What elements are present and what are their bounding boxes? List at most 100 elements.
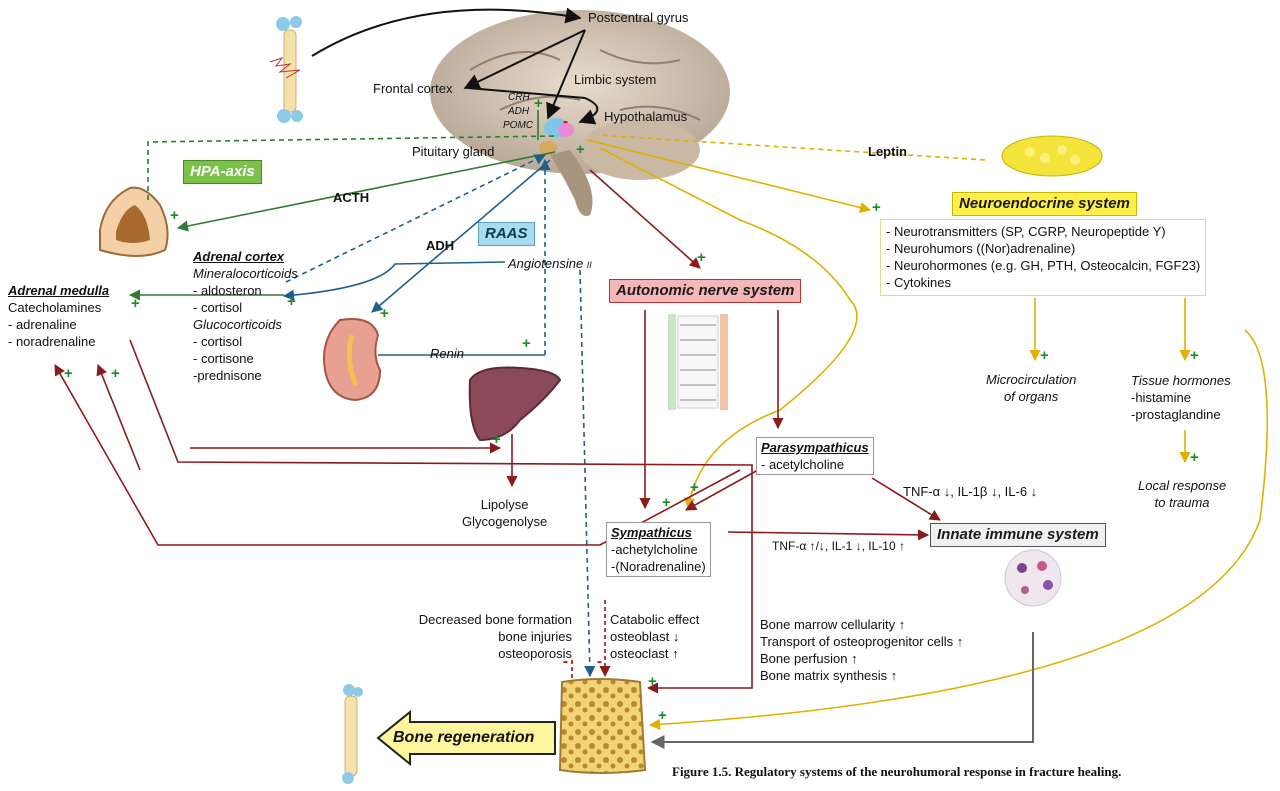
neuroendocrine-list: - Neurotransmitters (SP, CGRP, Neuropept… xyxy=(880,219,1207,296)
histamine-item: -histamine xyxy=(1131,390,1191,405)
figure-caption: Figure 1.5. Regulatory systems of the ne… xyxy=(672,764,1122,779)
prostaglandine-item: -prostaglandine xyxy=(1131,407,1221,422)
hypothalamus-label: Hypothalamus xyxy=(604,109,688,124)
neurotransmitters-item: - Neurotransmitters (SP, CGRP, Neuropept… xyxy=(886,224,1166,239)
microcirculation-line-2: of organs xyxy=(1004,389,1059,404)
leptin-label: Leptin xyxy=(868,144,907,159)
renin-label: Renin xyxy=(430,346,464,361)
plus-sign: + xyxy=(872,199,881,216)
cytokines-item: - Cytokines xyxy=(886,275,952,290)
adrenal-gland-illustration xyxy=(99,186,169,257)
parasympathicus-title: Parasympathicus xyxy=(761,440,869,455)
cortisone-item: - cortisone xyxy=(193,351,254,366)
angiotensine-text: Angiotensine xyxy=(508,256,584,271)
sympathicus-item-1: -achetylcholine xyxy=(611,542,698,557)
microcirculation-label: Microcirculation of organs xyxy=(986,371,1076,405)
kidney-illustration xyxy=(323,318,382,402)
plus-sign: + xyxy=(690,479,699,496)
acth-label: ACTH xyxy=(333,190,370,205)
immune-cells-illustration xyxy=(1004,549,1062,607)
healing-bone-illustration xyxy=(342,684,363,784)
hpa-axis-box: HPA-axis xyxy=(183,160,262,184)
catabolic-line-3: osteoclast ↑ xyxy=(610,646,679,661)
sympathicus-title: Sympathicus xyxy=(611,525,692,540)
spongy-bone-illustration xyxy=(558,678,647,774)
pituitary-gland-label: Pituitary gland xyxy=(412,144,495,159)
decreased-line-1: Decreased bone formation xyxy=(418,612,572,627)
neurohumors-item: - Neurohumors ((Nor)adrenaline) xyxy=(886,241,1076,256)
cortisol-item-1: - cortisol xyxy=(193,300,243,315)
limbic-system-label: Limbic system xyxy=(574,72,657,87)
bone-marrow-line-4: Bone matrix synthesis ↑ xyxy=(760,668,898,683)
adrenaline-item: - adrenaline xyxy=(8,317,77,332)
bone-regeneration-label: Bone regeneration xyxy=(393,729,535,746)
fracture-bone-illustration xyxy=(269,16,303,123)
tnf-sympathicus-label: TNF-α ↑/↓, IL-1 ↓, IL-10 ↑ xyxy=(772,539,905,553)
bone-marrow-line-3: Bone perfusion ↑ xyxy=(760,651,858,666)
local-response-label: Local response to trauma xyxy=(1138,477,1226,511)
adh-small-label: ADH xyxy=(508,106,530,117)
parasympathicus-box: Parasympathicus - acetylcholine xyxy=(756,437,874,475)
plus-sign: + xyxy=(111,365,120,382)
angiotensine-label: Angiotensine II xyxy=(508,255,592,274)
plus-sign: + xyxy=(576,141,585,158)
plus-sign: + xyxy=(662,494,671,511)
crh-label: CRH xyxy=(508,92,530,103)
catabolic-effect-list: Catabolic effect osteoblast ↓ osteoclast… xyxy=(610,611,699,662)
tnf-parasympathicus-label: TNF-α ↓, IL-1β ↓, IL-6 ↓ xyxy=(903,484,1038,499)
leptin-fat-illustration xyxy=(1001,135,1103,177)
tissue-hormones-title: Tissue hormones xyxy=(1131,373,1231,388)
neurohormones-item: - Neurohormones (e.g. GH, PTH, Osteocalc… xyxy=(886,258,1201,273)
noradrenaline-item: - noradrenaline xyxy=(8,334,96,349)
adrenal-medulla-title: Adrenal medulla xyxy=(8,283,110,298)
plus-sign: + xyxy=(131,295,140,312)
bone-marrow-line-1: Bone marrow cellularity ↑ xyxy=(760,617,906,632)
bone-regeneration-arrow xyxy=(376,709,556,767)
minus-sign: - xyxy=(563,653,568,670)
catabolic-line-1: Catabolic effect xyxy=(610,612,700,627)
plus-sign: + xyxy=(697,249,706,266)
plus-sign: + xyxy=(380,305,389,322)
aldosteron-item: - aldosteron xyxy=(193,283,262,298)
pomc-label: POMC xyxy=(503,120,533,131)
catecholamines-label: Catecholamines xyxy=(8,300,102,315)
brain-illustration xyxy=(430,10,730,216)
sympathicus-item-2: -(Noradrenaline) xyxy=(611,559,706,574)
lipolyse-line-1: Lipolyse xyxy=(480,497,529,512)
adrenal-cortex-list: Adrenal cortex Mineralocorticoids - aldo… xyxy=(193,248,298,384)
liver-illustration xyxy=(468,366,562,442)
adh-label: ADH xyxy=(426,238,455,253)
angiotensine-subscript: II xyxy=(586,260,592,270)
lipolyse-line-2: Glycogenolyse xyxy=(462,514,548,529)
glucocorticoids-label: Glucocorticoids xyxy=(193,317,282,332)
local-response-line-1: Local response xyxy=(1138,478,1227,493)
bone-marrow-list: Bone marrow cellularity ↑ Transport of o… xyxy=(760,616,963,684)
mineralocorticoids-label: Mineralocorticoids xyxy=(193,266,298,281)
tissue-hormones-list: Tissue hormones -histamine -prostaglandi… xyxy=(1131,372,1231,423)
adrenal-medulla-list: Adrenal medulla Catecholamines - adrenal… xyxy=(8,282,109,350)
plus-sign: + xyxy=(658,707,667,724)
parasympathicus-item: - acetylcholine xyxy=(761,457,845,472)
plus-sign: + xyxy=(170,207,179,224)
adrenal-cortex-title: Adrenal cortex xyxy=(193,249,285,264)
sympathicus-box: Sympathicus -achetylcholine -(Noradrenal… xyxy=(606,522,711,577)
plus-sign: + xyxy=(1190,347,1199,364)
bone-marrow-line-2: Transport of osteoprogenitor cells ↑ xyxy=(760,634,964,649)
plus-sign: + xyxy=(534,95,543,112)
decreased-line-2: bone injuries xyxy=(498,629,572,644)
microcirculation-line-1: Microcirculation xyxy=(986,372,1077,387)
autonomic-schematic-illustration xyxy=(668,314,728,410)
raas-box: RAAS xyxy=(478,222,535,246)
plus-sign: + xyxy=(64,365,73,382)
cortisol-item-2: - cortisol xyxy=(193,334,243,349)
plus-sign: + xyxy=(1040,347,1049,364)
minus-sign: - xyxy=(563,113,568,130)
innate-immune-system-box: Innate immune system xyxy=(930,523,1106,547)
plus-sign: + xyxy=(287,293,296,310)
postcentral-gyrus-label: Postcentral gyrus xyxy=(588,10,689,25)
minus-sign: - xyxy=(597,653,602,670)
plus-sign: + xyxy=(1190,449,1199,466)
catabolic-line-2: osteoblast ↓ xyxy=(610,629,680,644)
